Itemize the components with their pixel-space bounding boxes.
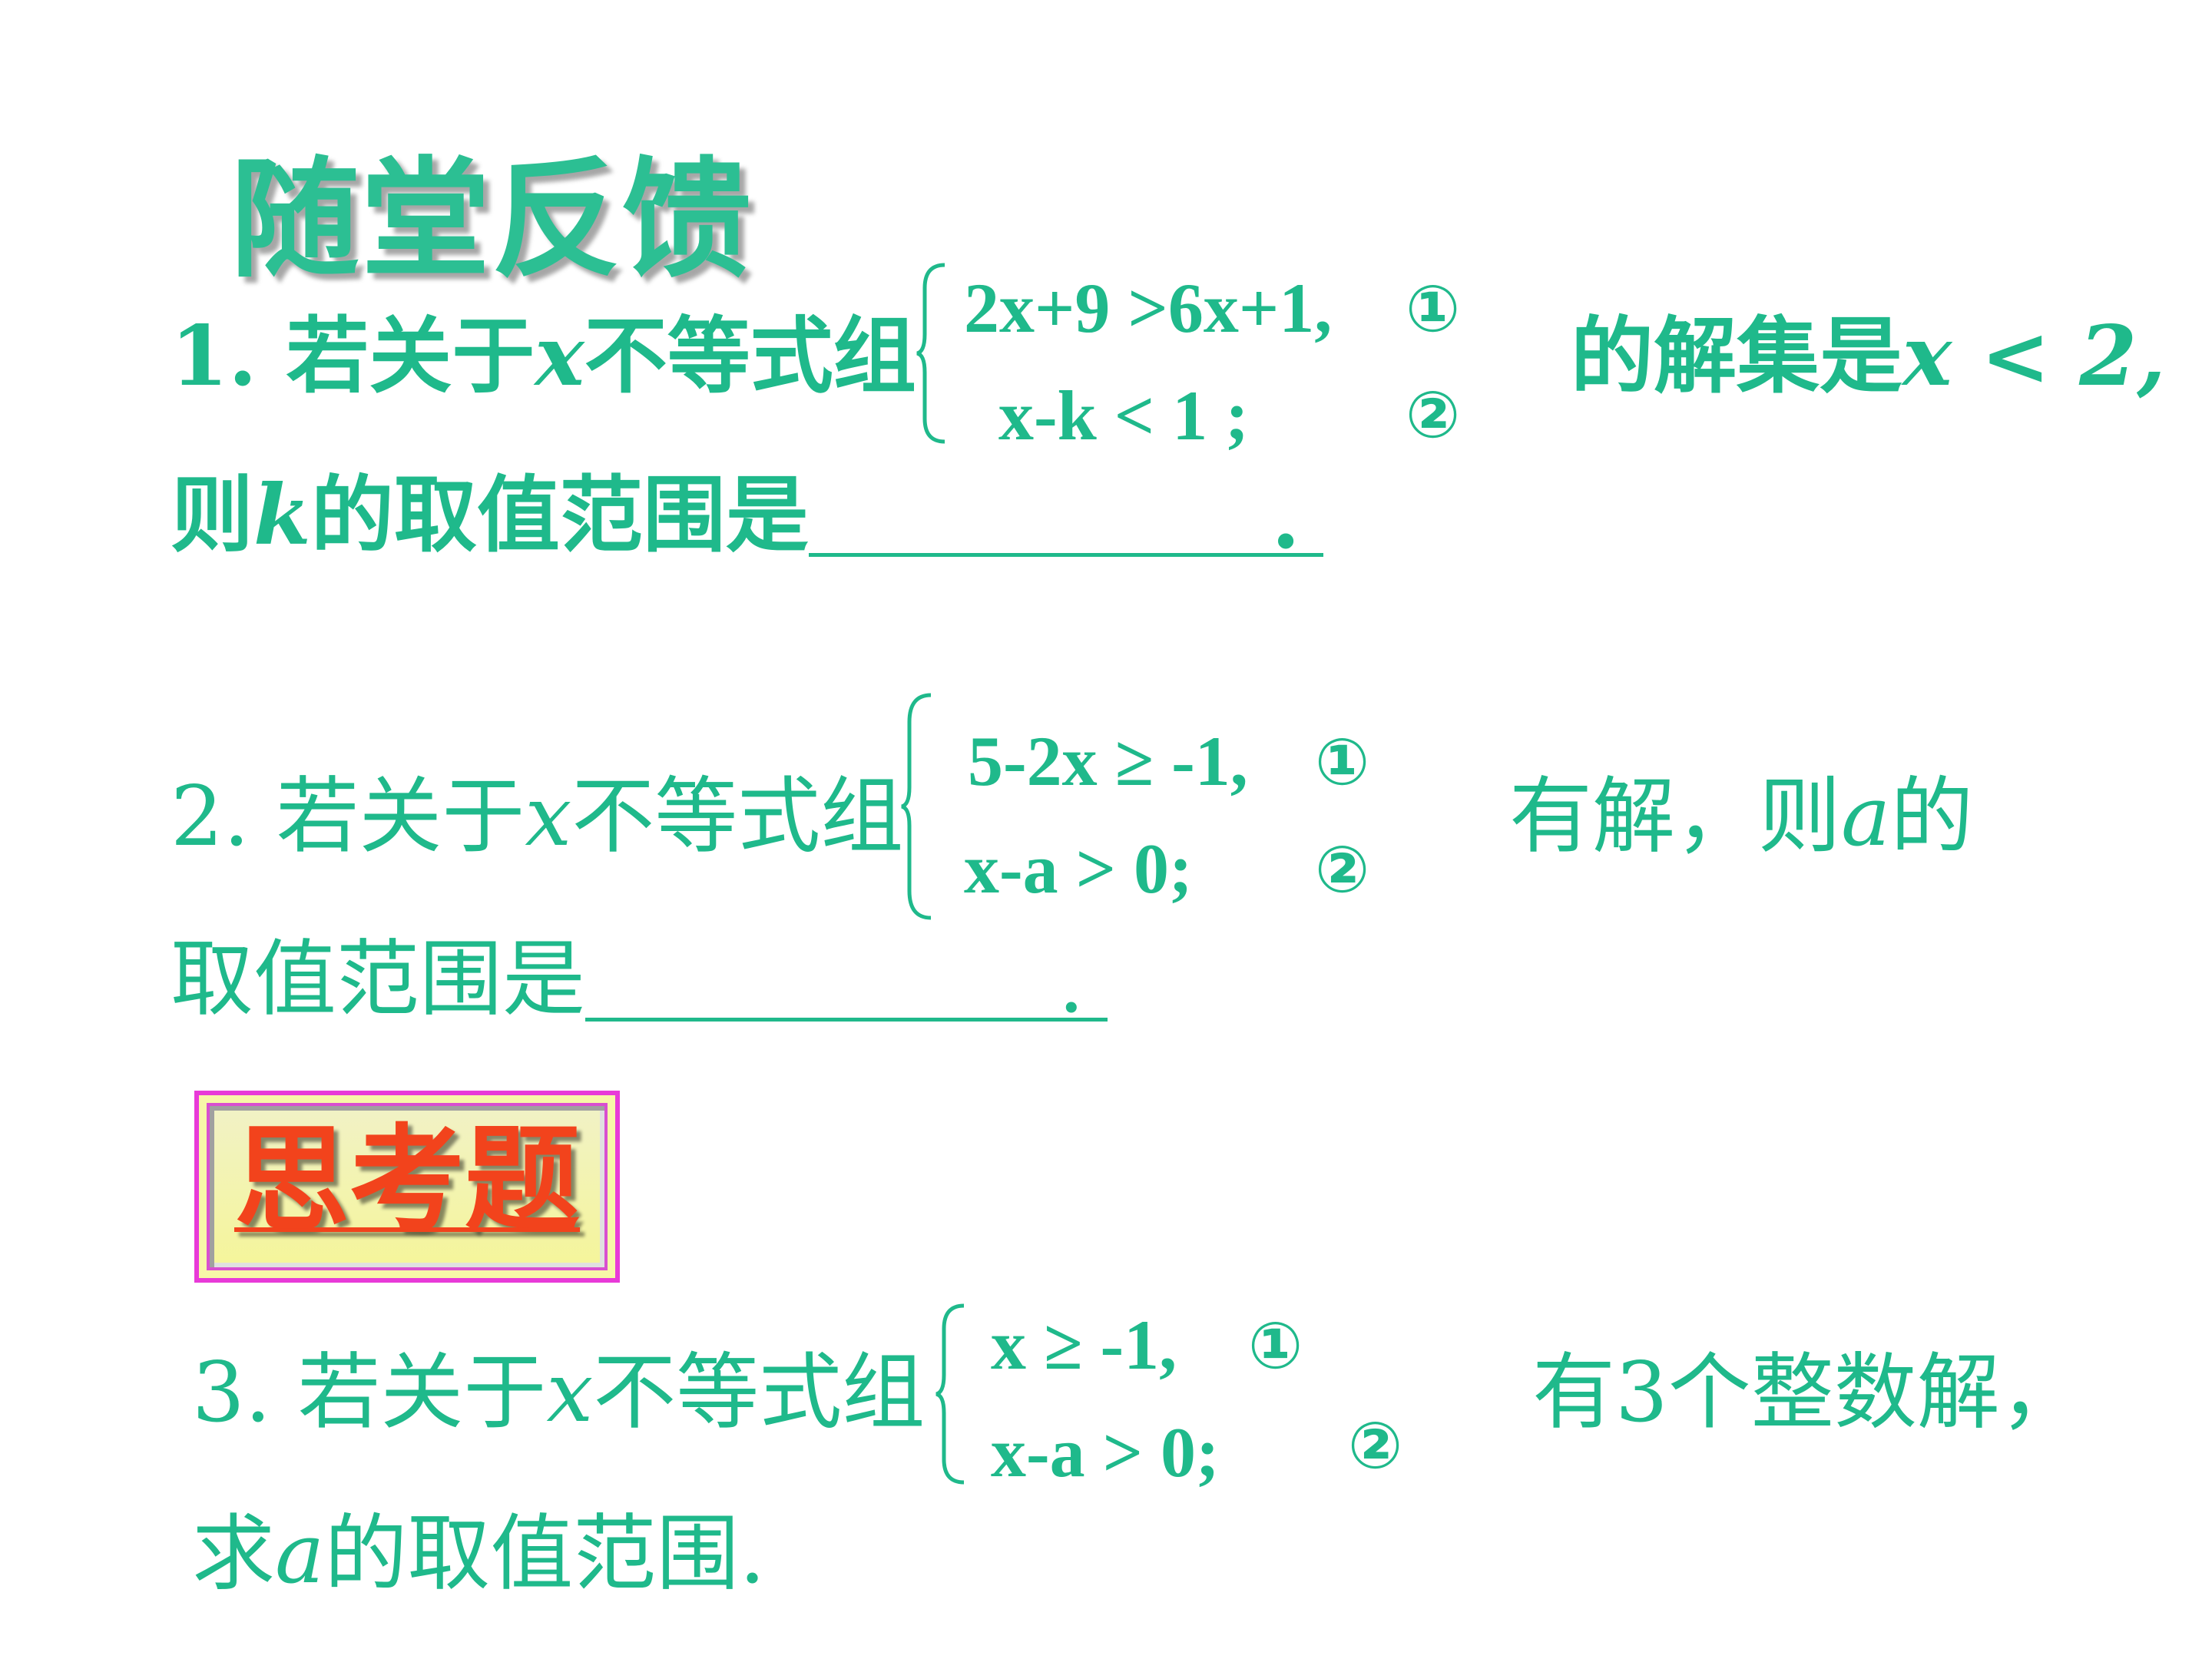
q1-answer-blank[interactable]: . bbox=[808, 472, 1323, 561]
thinking-question-label: 思考题 bbox=[234, 1114, 581, 1247]
q2-suffix-line: 有解，则a的 bbox=[1509, 776, 1973, 859]
q2-answer-blank[interactable]: . bbox=[585, 935, 1108, 1031]
question-1-line2: 则k的取值范围是. bbox=[171, 472, 1323, 561]
q3-var: x bbox=[546, 1345, 594, 1441]
q1-mid: 不等式组 bbox=[584, 308, 916, 405]
q2-equation-2: x-a > 0; bbox=[964, 830, 1193, 908]
q3-mid: 不等式组 bbox=[593, 1345, 926, 1441]
q2-line2: 取值范围是 bbox=[171, 932, 586, 1028]
q3-prefix: 3. 若关于 bbox=[192, 1345, 547, 1441]
question-2-line1: 2. 若关于x不等式组 bbox=[171, 776, 903, 859]
q2-var: x bbox=[525, 769, 572, 865]
question-2-line2: 取值范围是. bbox=[171, 935, 1108, 1031]
thinking-question-badge: 思考题 bbox=[194, 1091, 620, 1283]
q3-suffix: 有3个整数解， bbox=[1532, 1345, 2083, 1441]
question-1-line1: 1. 若关于x不等式组 bbox=[171, 315, 916, 398]
q2-mid: 不等式组 bbox=[571, 769, 904, 865]
q1-equation-1: 2x+9 >6x+1, bbox=[964, 269, 1333, 347]
q3-line2-var: a bbox=[275, 1506, 325, 1602]
q1-condition: x < 2, bbox=[1902, 308, 2166, 405]
q1-mark-2: ② bbox=[1406, 377, 1461, 452]
q1-equation-2: x-k < 1 ; bbox=[998, 376, 1249, 455]
q2-suffix-b: 的 bbox=[1890, 769, 1974, 865]
q1-var: x bbox=[535, 308, 584, 405]
q2-brace bbox=[901, 693, 932, 920]
q3-brace bbox=[935, 1303, 965, 1485]
question-3-line2: 求a的取值范围. bbox=[192, 1513, 766, 1596]
q3-line2-b: 的取值范围. bbox=[324, 1506, 766, 1602]
q3-mark-1: ① bbox=[1248, 1308, 1303, 1383]
q2-equation-1: 5-2x ≥ -1, bbox=[968, 722, 1248, 800]
q2-mark-1: ① bbox=[1315, 724, 1370, 800]
q3-equation-2: x-a > 0; bbox=[991, 1413, 1220, 1492]
q3-equation-1: x ≥ -1, bbox=[991, 1306, 1177, 1384]
q3-line2-a: 求 bbox=[192, 1506, 276, 1602]
q1-dot: . bbox=[1271, 471, 1300, 568]
q2-prefix: 2. 若关于 bbox=[171, 769, 525, 865]
page-title: 随堂反馈 bbox=[230, 144, 753, 295]
question-3-line1: 3. 若关于x不等式组 bbox=[192, 1352, 925, 1435]
thinking-question-inner: 思考题 bbox=[207, 1103, 608, 1270]
q2-mark-2: ② bbox=[1315, 832, 1370, 907]
q1-prefix: 1. 若关于 bbox=[171, 308, 535, 405]
q2-suffix-a: 有解，则 bbox=[1509, 769, 1842, 865]
q1-suffix: 的解集是 bbox=[1571, 308, 1903, 405]
q1-mark-1: ① bbox=[1406, 271, 1461, 346]
q1-line2-var: k bbox=[253, 467, 311, 564]
q2-dot: . bbox=[1058, 935, 1085, 1031]
q1-line2-a: 则 bbox=[171, 467, 254, 564]
q1-suffix-line: 的解集是x < 2, bbox=[1571, 315, 2166, 398]
q3-mark-2: ② bbox=[1348, 1408, 1403, 1483]
q1-line2-b: 的取值范围是 bbox=[310, 467, 809, 564]
q1-brace bbox=[916, 263, 945, 444]
q2-suffix-var: a bbox=[1841, 769, 1891, 865]
